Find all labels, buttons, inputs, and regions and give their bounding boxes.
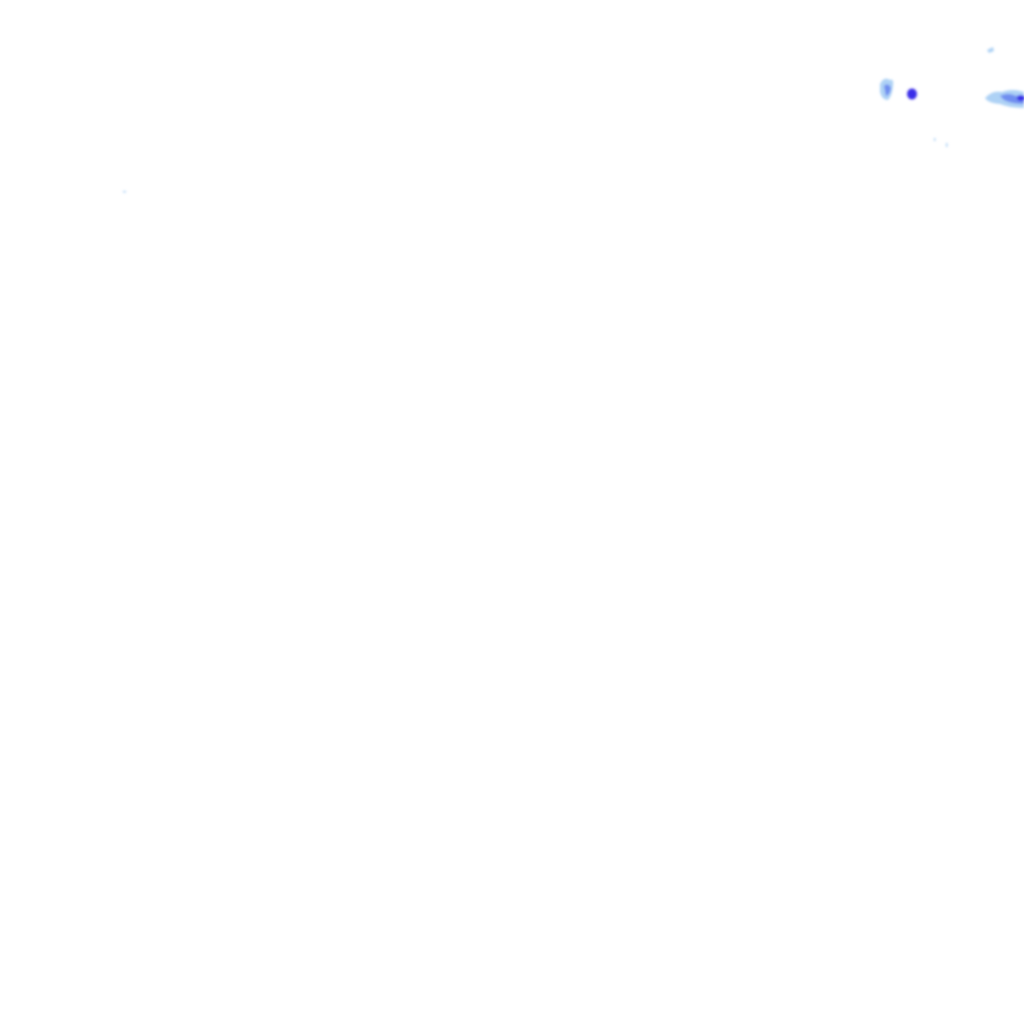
precip-cell-center [907,88,917,100]
precip-specks [123,47,994,193]
precip-band-east [985,90,1024,108]
precip-cell-west [880,78,894,100]
